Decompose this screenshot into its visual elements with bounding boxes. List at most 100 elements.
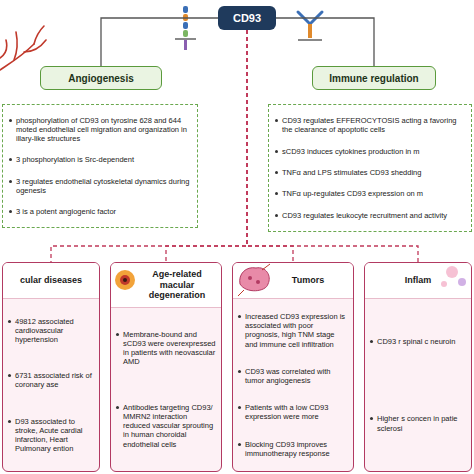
bullet-dot — [275, 150, 278, 153]
bullet-row: TNFα up-regulates CD93 expression on m — [275, 189, 465, 198]
bullet-row: Higher s concen in patie sclerosi — [370, 414, 466, 432]
receptor-symbol — [298, 12, 322, 40]
bullet-dot — [275, 171, 278, 174]
bullet-text: 3 regulates endothelial cytoskeletal dyn… — [16, 177, 191, 195]
category-box: Immune regulation — [312, 66, 436, 90]
bullet-text: Membrane-bound and sCD93 were overexpres… — [123, 330, 216, 367]
disease-card: InflamCD93 r spinal c neuroinHigher s co… — [364, 262, 472, 472]
bullet-dot — [116, 333, 119, 336]
bullet-dot — [9, 210, 12, 213]
bullet-row: Increased CD93 expression is associated … — [238, 312, 348, 349]
bullet-row: TNFα and LPS stimulates CD93 shedding — [275, 168, 465, 177]
bullet-row: 6731 associated risk of coronary ase — [8, 371, 94, 389]
bullet-dot — [238, 370, 241, 373]
card-body: 49812 associated cardiovascular hyperten… — [3, 299, 99, 471]
bullet-row: 3 regulates endothelial cytoskeletal dyn… — [9, 177, 191, 195]
bullet-dot — [275, 214, 278, 217]
receptor-domain — [183, 14, 188, 21]
bullet-row: CD93 r spinal c neuroin — [370, 337, 466, 346]
bullet-text: Higher s concen in patie sclerosi — [377, 414, 466, 432]
receptor-domain — [183, 22, 188, 29]
bullet-text: CD93 regulates leukocyte recruitment and… — [282, 211, 447, 220]
bullet-dot — [275, 119, 278, 122]
bullet-dot — [8, 374, 11, 377]
card-heading: Tumors — [233, 263, 353, 299]
box-label: Immune regulation — [329, 73, 418, 84]
bullet-text: 3 is a potent angiogenic factor — [16, 207, 116, 216]
bullet-row: D93 associated to stroke, Acute cardial … — [8, 417, 94, 454]
bullet-dot — [8, 320, 11, 323]
bullet-row: Membrane-bound and sCD93 were overexpres… — [116, 330, 216, 367]
card-heading: Age-related macular degeneration — [111, 263, 221, 308]
bullet-row: 49812 associated cardiovascular hyperten… — [8, 317, 94, 345]
bullet-text: Increased CD93 expression is associated … — [245, 312, 348, 349]
receptor-domain — [298, 12, 322, 24]
bullet-text: Antibodies targeting CD93/ MMRN2 interac… — [123, 403, 216, 449]
bullet-row: Patients with a low CD93 expression were… — [238, 403, 348, 421]
bullet-text: D93 associated to stroke, Acute cardial … — [15, 417, 94, 454]
bullet-row: CD93 regulates leukocyte recruitment and… — [275, 211, 465, 220]
bullet-dot — [116, 406, 119, 409]
vessel-branch — [0, 40, 7, 58]
bullet-dot — [9, 158, 12, 161]
bullet-dot — [370, 417, 373, 420]
bullet-row: Antibodies targeting CD93/ MMRN2 interac… — [116, 403, 216, 449]
bullet-row: 3 is a potent angiogenic factor — [9, 207, 191, 216]
receptor-symbol — [175, 6, 196, 50]
branch-line — [101, 18, 218, 66]
bullet-text: sCD93 induces cytokines production in m — [282, 147, 420, 156]
bullet-dot — [370, 340, 373, 343]
bullet-row: CD93 was correlated with tumor angiogene… — [238, 367, 348, 385]
bullet-text: TNFα and LPS stimulates CD93 shedding — [282, 168, 421, 177]
bullet-text: CD93 was correlated with tumor angiogene… — [245, 367, 348, 385]
disease-card: TumorsIncreased CD93 expression is assoc… — [232, 262, 354, 472]
receptor-domain — [183, 6, 188, 13]
bullet-dot — [9, 119, 12, 122]
bullet-text: 6731 associated risk of coronary ase — [15, 371, 94, 389]
box-label: Angiogenesis — [68, 73, 134, 84]
bullet-row: sCD93 induces cytokines production in m — [275, 147, 465, 156]
vessel-branch — [34, 26, 44, 44]
membrane-line — [175, 38, 196, 40]
bullet-text: 49812 associated cardiovascular hyperten… — [15, 317, 94, 345]
bullet-dot — [238, 406, 241, 409]
root-box: CD93 — [218, 6, 276, 30]
branch-line — [276, 18, 374, 66]
disease-card: Age-related macular degenerationMembrane… — [110, 262, 222, 472]
vessel-illustration — [0, 26, 46, 70]
card-body: Membrane-bound and sCD93 were overexpres… — [111, 308, 221, 472]
vessel-branch — [24, 40, 46, 52]
receptor-domain — [308, 24, 312, 38]
bullet-dot — [8, 420, 11, 423]
bullet-text: TNFα up-regulates CD93 expression on m — [282, 189, 423, 198]
bullet-dot — [238, 443, 241, 446]
bullet-row: CD93 regulates EFFEROCYTOSIS acting a fa… — [275, 116, 465, 134]
bullet-row: phosphorylation of CD93 on tyrosine 628 … — [9, 116, 191, 144]
card-heading: Inflam — [365, 263, 471, 299]
bullet-text: Patients with a low CD93 expression were… — [245, 403, 348, 421]
bullet-row: 3 phosphorylation is Src-dependent — [9, 155, 191, 164]
vessel-branch — [0, 44, 34, 70]
bullet-dot — [238, 315, 241, 318]
bullet-text: 3 phosphorylation is Src-dependent — [16, 155, 134, 164]
bullet-text: phosphorylation of CD93 on tyrosine 628 … — [16, 116, 191, 144]
bullet-dot — [9, 180, 12, 183]
bullet-panel: phosphorylation of CD93 on tyrosine 628 … — [2, 104, 198, 228]
bullet-panel: CD93 regulates EFFEROCYTOSIS acting a fa… — [268, 104, 472, 232]
card-body: Increased CD93 expression is associated … — [233, 299, 353, 471]
membrane-line — [298, 39, 322, 41]
receptor-domain — [183, 30, 188, 37]
receptor-tail — [184, 40, 187, 50]
category-box: Angiogenesis — [40, 66, 162, 90]
bullet-text: CD93 regulates EFFEROCYTOSIS acting a fa… — [282, 116, 465, 134]
card-body: CD93 r spinal c neuroinHigher s concen i… — [365, 299, 471, 471]
bullet-text: Blocking CD93 improves immunotherapy res… — [245, 440, 348, 458]
bullet-text: CD93 r spinal c neuroin — [377, 337, 455, 346]
box-label: CD93 — [233, 12, 261, 24]
vessel-branch — [14, 32, 17, 60]
card-heading: cular diseases — [3, 263, 99, 299]
bullet-dot — [275, 192, 278, 195]
bullet-row: Blocking CD93 improves immunotherapy res… — [238, 440, 348, 458]
disease-card: cular diseases 49812 associated cardiovas… — [2, 262, 100, 472]
